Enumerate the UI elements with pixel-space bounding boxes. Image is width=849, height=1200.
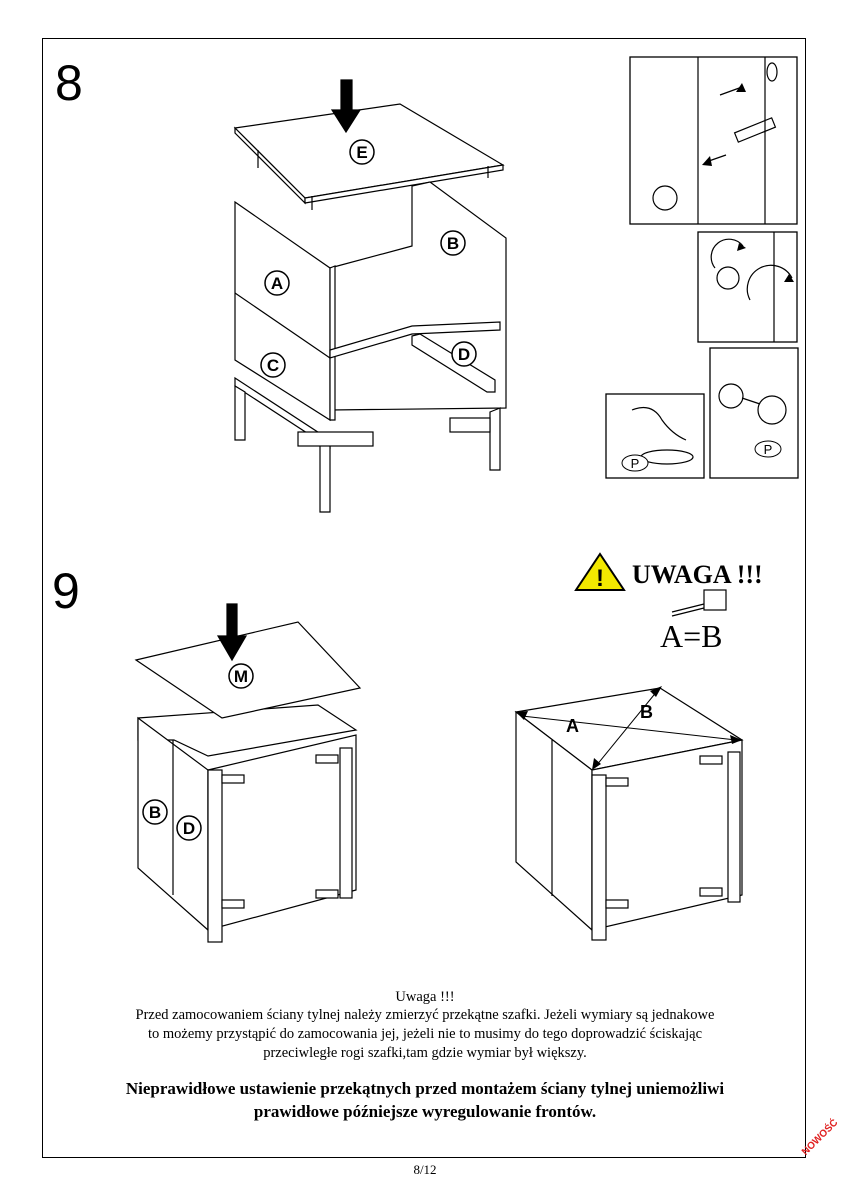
exclamation-icon: !: [596, 565, 604, 592]
note-line-3: przeciwległe rogi szafki,tam gdzie wymia…: [263, 1045, 587, 1061]
part-label-b: B: [447, 234, 459, 253]
uwaga-heading: UWAGA !!!: [632, 560, 763, 589]
tape-measure-icon: [671, 589, 727, 617]
diagonal-equation: A=B: [660, 618, 723, 654]
step-number-8: 8: [55, 55, 83, 111]
note-line-1: Przed zamocowaniem ściany tylnej należy …: [135, 1007, 715, 1023]
diagonal-label-a: A: [566, 716, 579, 736]
part-label-d: D: [458, 345, 470, 364]
cap-label-p-right: P: [764, 442, 773, 457]
part-label-d-step9: D: [183, 819, 195, 838]
note-line-2: to możemy przystąpić do zamocowania jej,…: [147, 1026, 703, 1042]
warning-line-2: prawidłowe późniejsze wyregulowanie fron…: [253, 1102, 597, 1121]
part-label-c: C: [267, 356, 279, 375]
page-frame: [42, 38, 806, 1158]
part-label-m: M: [234, 667, 248, 686]
step-number-9: 9: [52, 563, 80, 619]
note-title: Uwaga !!!: [395, 989, 455, 1005]
cap-label-p-left: P: [631, 456, 640, 471]
cap-insert-detail-box: [709, 347, 799, 479]
page-number: 8/12: [413, 1162, 437, 1177]
part-label-a: A: [271, 274, 283, 293]
warning-triangle-icon: [574, 552, 626, 591]
warning-line-1: Nieprawidłowe ustawienie przekątnych prz…: [125, 1079, 725, 1098]
diagonal-label-b: B: [640, 702, 653, 722]
part-label-e: E: [356, 143, 367, 162]
part-label-b-step9: B: [149, 803, 161, 822]
cam-bolt-detail-box: [629, 56, 798, 225]
